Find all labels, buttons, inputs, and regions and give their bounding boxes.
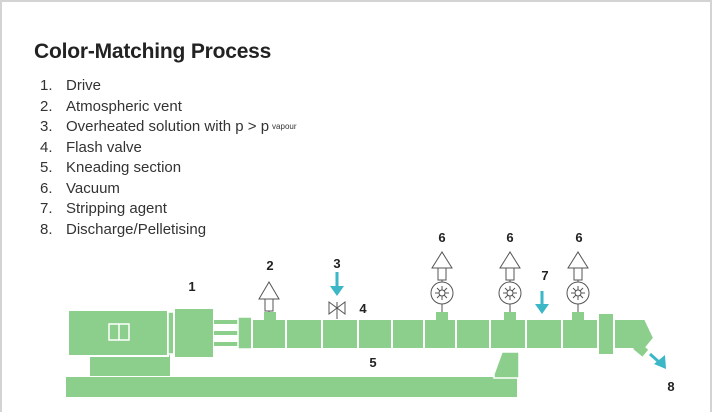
legend-item-text: Flash valve: [66, 138, 142, 156]
callout-solution-inlet: 3: [333, 256, 341, 271]
machine-base: [66, 351, 520, 397]
vent-triangle: [431, 251, 453, 269]
vacuum-pump-1: [430, 251, 454, 312]
callout-stripping-agent: 7: [541, 268, 549, 283]
barrel-segment: [561, 318, 599, 350]
callout-discharge: 8: [667, 379, 675, 394]
flash-valve-symbol: [328, 301, 346, 319]
barrel-segment: [321, 318, 359, 350]
legend-item: 8. Discharge/Pelletising: [40, 220, 297, 241]
legend-item-subscript: vapour: [272, 122, 297, 131]
legend-item: 5. Kneading section: [40, 158, 297, 179]
drive-shaft: [214, 320, 244, 324]
flow-arrows: [330, 272, 666, 369]
vent-triangle: [567, 251, 589, 269]
legend-item-text: Stripping agent: [66, 200, 167, 217]
callout-atmospheric-vent: 2: [266, 258, 274, 273]
legend-item: 1. Drive: [40, 76, 297, 97]
barrel-segment: [285, 318, 323, 350]
callout-vacuum: 6: [438, 230, 446, 245]
barrel-segment: [251, 318, 287, 350]
die-head: [613, 318, 656, 350]
barrel: [251, 312, 656, 357]
drive-unit: [67, 307, 253, 359]
barrel-segment: [423, 318, 457, 350]
legend-item-text: Vacuum: [66, 179, 120, 197]
stripping-agent-arrow: [535, 291, 549, 314]
vent-triangle: [258, 281, 280, 300]
barrel-segment: [525, 318, 563, 350]
barrel-segment: [489, 318, 527, 350]
legend-item-text: Kneading section: [66, 159, 182, 176]
legend-item-number: 1.: [40, 77, 53, 94]
legend-item-number: 5.: [40, 159, 53, 176]
legend-item-number: 7.: [40, 200, 53, 217]
barrel-end-flange: [597, 312, 615, 356]
legend-item-text: Atmospheric vent: [66, 97, 182, 115]
atmospheric-vent-symbol: [258, 281, 280, 312]
vacuum-pump-3: [566, 251, 590, 312]
barrel-inlet-flange: [237, 316, 253, 350]
drive-shaft: [214, 342, 244, 346]
legend-item-number: 2.: [40, 97, 53, 115]
drive-shaft: [214, 331, 244, 335]
page-title: Color-Matching Process: [34, 40, 272, 63]
legend-item: 6. Vacuum: [40, 179, 297, 200]
barrel-segment: [391, 318, 425, 350]
valve-bowtie: [328, 301, 346, 315]
legend-item: 7. Stripping agent: [40, 199, 297, 220]
legend-list: 1. Drive 2. Atmospheric vent 3. Overheated …: [40, 76, 297, 240]
callout-kneading-section: 5: [369, 355, 377, 370]
vacuum-pump-2: [498, 251, 522, 312]
discharge-arrow: [649, 352, 666, 369]
gearbox: [173, 307, 215, 359]
callout-vacuum: 6: [575, 230, 583, 245]
legend-item-text: Overheated solution with p > p: [66, 118, 270, 135]
base-frame: [66, 377, 517, 397]
callout-flash-valve: 4: [359, 301, 367, 316]
legend-item: 4. Flash valve: [40, 138, 297, 159]
drive-motor: [67, 309, 169, 357]
callout-vacuum: 6: [506, 230, 514, 245]
legend-item-number: 4.: [40, 138, 53, 156]
solution-inlet-arrow: [330, 272, 344, 296]
callout-drive: 1: [188, 279, 196, 294]
legend-item-number: 8.: [40, 220, 53, 238]
nozzle-stubs: [264, 312, 584, 320]
motor-foot: [90, 354, 170, 376]
legend-item-text: Drive: [66, 77, 102, 94]
vent-triangle: [499, 251, 521, 269]
barrel-segment: [357, 318, 393, 350]
legend-item-number: 3.: [40, 118, 53, 135]
barrel-support: [493, 351, 520, 379]
legend-item: 2. Atmospheric vent: [40, 97, 297, 118]
discharge-nozzle: [633, 342, 649, 357]
barrel-segment: [455, 318, 491, 350]
legend-item-text: Discharge/Pelletising: [66, 220, 207, 238]
legend-item-number: 6.: [40, 179, 53, 197]
